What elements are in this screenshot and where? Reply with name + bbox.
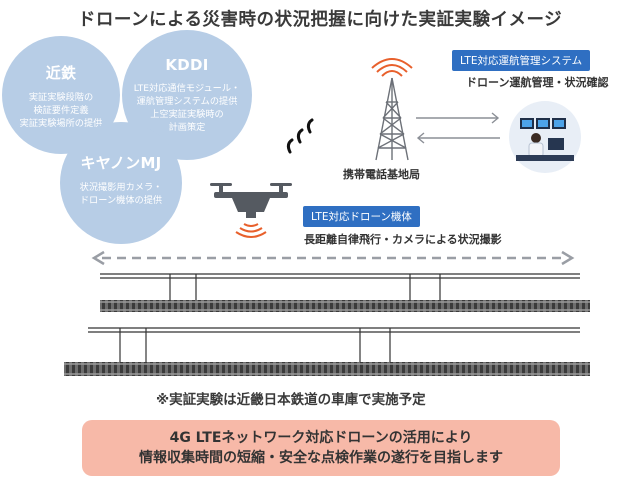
- partner-name: キヤノンMJ: [80, 154, 162, 172]
- partner-canon-bubble: キヤノンMJ 状況撮影用カメラ・ ドローン機体の提供: [60, 122, 182, 244]
- banner-line-1: 4G LTEネットワーク対応ドローンの活用により: [169, 430, 473, 446]
- exchange-arrows-icon: [416, 112, 500, 144]
- note-text: ※実証実験は近畿日本鉄道の車庫で実施予定: [156, 392, 426, 408]
- partner-name: 近鉄: [45, 64, 77, 82]
- partner-desc: 実証実験段階の 検証要件定義 実証実験場所の提供: [19, 92, 103, 129]
- signal-waves-icon: [286, 118, 314, 154]
- cell-tower-icon: [371, 58, 413, 161]
- drone-caption: 長距離自律飛行・カメラによる状況撮影: [304, 233, 502, 246]
- flight-path-arrow: [91, 250, 575, 266]
- railway-tracks-illustration: [64, 273, 590, 376]
- partner-kintetsu-bubble: 近鉄 実証実験段階の 検証要件定義 実証実験場所の提供: [2, 36, 120, 154]
- banner-line-2: 情報収集時間の短縮・安全な点検作業の遂行を目指します: [139, 450, 503, 466]
- page-title: ドローンによる災害時の状況把握に向けた実証実験イメージ: [77, 10, 563, 30]
- drone-chip: LTE対応ドローン機体: [303, 206, 420, 227]
- operator-monitor-icon: [509, 101, 581, 173]
- drone-icon: [210, 183, 292, 238]
- system-chip: LTE対応運航管理システム: [452, 50, 591, 71]
- partner-desc: 状況撮影用カメラ・ ドローン機体の提供: [79, 182, 163, 206]
- system-caption: ドローン運航管理・状況確認: [466, 76, 609, 89]
- summary-banner: 4G LTEネットワーク対応ドローンの活用により 情報収集時間の短縮・安全な点検…: [82, 420, 560, 476]
- base-station-label: 携帯電話基地局: [343, 168, 420, 181]
- partner-desc: LTE対応通信モジュール・ 運航管理システムの提供 上空実証実験時の 計画策定: [133, 83, 241, 133]
- partner-name: KDDI: [165, 56, 209, 74]
